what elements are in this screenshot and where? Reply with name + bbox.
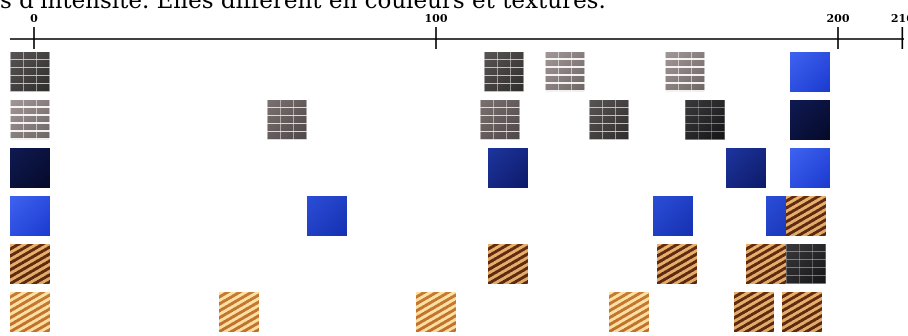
texture-tile-wicker [488, 244, 528, 284]
texture-tile-blue [790, 148, 830, 188]
texture-tile-wicker-light [609, 292, 649, 332]
axis-tick-label: 0 [30, 12, 38, 25]
texture-tile-brick-dark [484, 52, 524, 92]
texture-tile-navy [10, 148, 50, 188]
texture-tile-wicker [734, 292, 774, 332]
texture-tile-navy2 [726, 148, 766, 188]
texture-tile-wicker-light [219, 292, 259, 332]
texture-tile-wicker [10, 244, 50, 284]
axis-tick-label: 216 [891, 12, 908, 25]
texture-tile-blue2 [653, 196, 693, 236]
texture-tile-brick-light [545, 52, 585, 92]
texture-tile-blue [10, 196, 50, 236]
axis-tick-label: 100 [425, 12, 448, 25]
texture-tile-wicker-light [10, 292, 50, 332]
texture-tile-brick-dark [589, 100, 629, 140]
texture-tile-brick-mid [480, 100, 520, 140]
texture-tile-brick-black [685, 100, 725, 140]
texture-tile-wicker [657, 244, 697, 284]
texture-tile-wicker [786, 196, 826, 236]
axis-tick-label: 200 [827, 12, 850, 25]
texture-tile-wicker-light [416, 292, 456, 332]
texture-tile-navy2 [488, 148, 528, 188]
texture-tile-brick-light [10, 100, 50, 140]
texture-tile-brick-light [665, 52, 705, 92]
texture-tile-blue2 [307, 196, 347, 236]
texture-tile-navy [790, 100, 830, 140]
texture-tile-brick-dark [10, 52, 50, 92]
texture-tile-blue [790, 52, 830, 92]
texture-tile-wicker [746, 244, 786, 284]
texture-tile-brick-black [786, 244, 826, 284]
intensity-axis: 0 100 200 216 [0, 0, 908, 56]
texture-tile-brick-mid [267, 100, 307, 140]
texture-tile-wicker [782, 292, 822, 332]
